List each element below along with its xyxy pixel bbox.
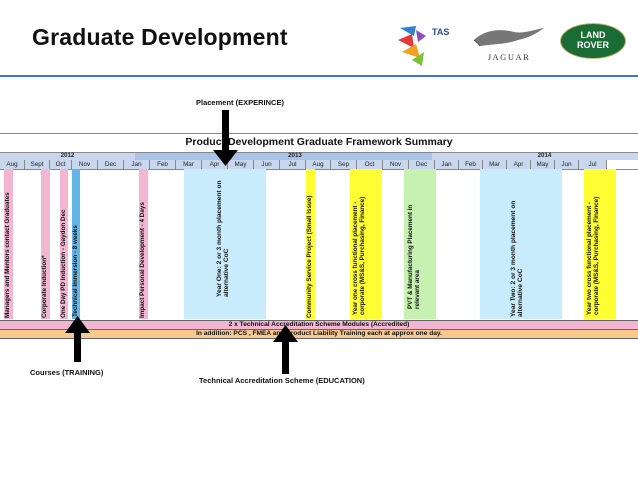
technical-immersion-bar bbox=[72, 169, 80, 319]
year-label-2012: 2012 bbox=[60, 152, 75, 159]
jaguar-wordmark: JAGUAR bbox=[487, 52, 531, 62]
tas-label: Technical Accreditation Scheme (EDUCATIO… bbox=[199, 376, 365, 385]
month-header: Nov bbox=[72, 160, 98, 169]
month-header: Feb bbox=[459, 160, 483, 169]
landrover-text-1: LAND bbox=[580, 30, 606, 40]
placement-arrow bbox=[213, 110, 238, 166]
month-header: Nov bbox=[383, 160, 409, 169]
tas-logo: TAS bbox=[394, 22, 450, 70]
accreditation-bar bbox=[0, 320, 638, 329]
month-header: Jul bbox=[579, 160, 607, 169]
month-header: Apr bbox=[507, 160, 531, 169]
month-header: Sep bbox=[331, 160, 357, 169]
tas-logo-mark bbox=[398, 26, 426, 66]
jaguar-logo: JAGUAR bbox=[470, 22, 548, 66]
month-header: Apr bbox=[202, 160, 228, 169]
month-header: Jul bbox=[280, 160, 306, 169]
month-header: Aug bbox=[0, 160, 25, 169]
month-header: Jun bbox=[555, 160, 579, 169]
year-band-2014 bbox=[432, 152, 638, 160]
pvt-bar bbox=[404, 169, 436, 319]
month-header: Oct bbox=[50, 160, 72, 169]
landrover-text-2: ROVER bbox=[576, 40, 609, 50]
year-two-placement-bar bbox=[480, 169, 562, 319]
month-header: May bbox=[228, 160, 254, 169]
month-header: Jun bbox=[254, 160, 280, 169]
year-two-cross-bar bbox=[584, 169, 616, 319]
month-header: Sept bbox=[25, 160, 50, 169]
jaguar-leaper-icon bbox=[473, 28, 544, 47]
framework-title: Product Development Graduate Framework S… bbox=[185, 136, 453, 148]
accreditation-text: 2 x Technical Accreditation Scheme Modul… bbox=[228, 321, 410, 328]
courses-label: Courses (TRAINING) bbox=[30, 368, 104, 377]
year-one-placement-bar bbox=[184, 169, 266, 319]
month-header: Dec bbox=[409, 160, 435, 169]
month-header: Jan bbox=[124, 160, 150, 169]
landrover-logo: LAND ROVER bbox=[560, 23, 628, 61]
month-header: Mar bbox=[176, 160, 202, 169]
placement-label: Placement (EXPERINCE) bbox=[196, 98, 284, 107]
framework-table: Product Development Graduate Framework S… bbox=[0, 133, 638, 341]
tas-arrow bbox=[273, 325, 298, 374]
tas-logo-text: TAS bbox=[432, 27, 450, 37]
year-band-2012 bbox=[0, 152, 135, 160]
year-label-2013: 2013 bbox=[288, 152, 302, 159]
landrover-oval bbox=[560, 23, 626, 59]
managers-bar bbox=[4, 169, 13, 319]
additional-training-bar bbox=[0, 329, 638, 339]
pd-induction-bar bbox=[60, 169, 68, 319]
month-header: Dec bbox=[98, 160, 124, 169]
slide-title: Graduate Development bbox=[32, 24, 288, 50]
year-band-2013 bbox=[135, 152, 432, 160]
courses-arrow bbox=[65, 316, 90, 362]
corporate-induction-bar bbox=[41, 169, 50, 319]
year-one-cross-bar bbox=[350, 169, 382, 319]
month-header: Jan bbox=[435, 160, 459, 169]
community-project-bar bbox=[306, 169, 315, 319]
month-header: Mar bbox=[483, 160, 507, 169]
month-header: Feb bbox=[150, 160, 176, 169]
month-header: Oct bbox=[357, 160, 383, 169]
month-header: Aug bbox=[306, 160, 331, 169]
impact-bar bbox=[139, 169, 148, 319]
framework-title-band bbox=[0, 133, 638, 152]
additional-training-text: In addition: PCS , FMEA and Product Liab… bbox=[196, 330, 442, 337]
month-header: May bbox=[531, 160, 555, 169]
year-label-2014: 2014 bbox=[537, 152, 552, 159]
title-divider bbox=[0, 75, 638, 77]
